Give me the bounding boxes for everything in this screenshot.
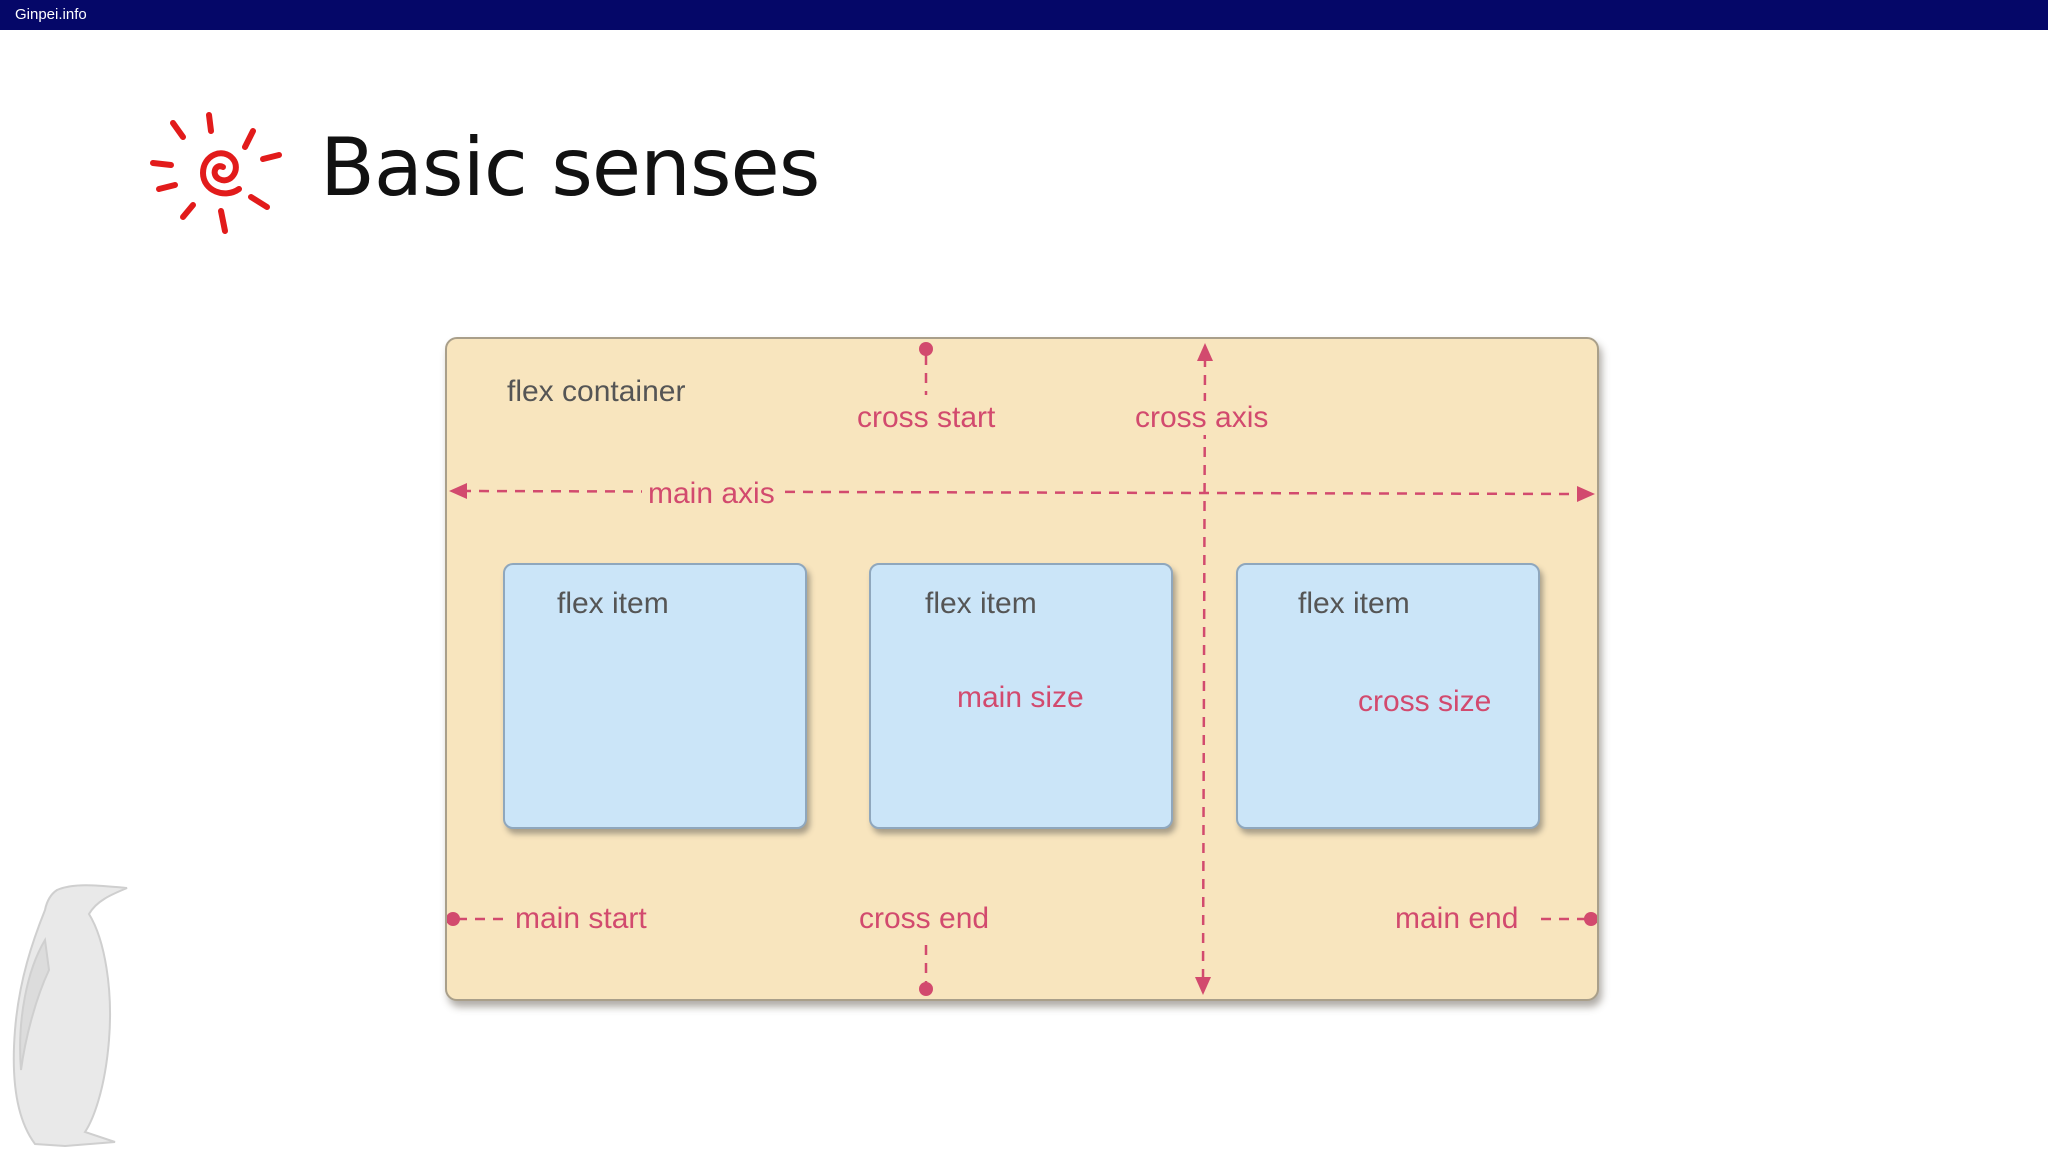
cross-axis-line xyxy=(1201,356,1207,982)
cross-axis-arrow-top xyxy=(1197,343,1213,361)
cross-end-dot xyxy=(919,982,933,996)
spiral-sun-icon xyxy=(150,112,282,234)
flex-item-label: flex item xyxy=(557,587,669,620)
flex-item-3: flex item cross size xyxy=(1236,563,1540,829)
flex-item-label: flex item xyxy=(925,587,1037,620)
flex-item-2: flex item main size xyxy=(869,563,1173,829)
cross-start-dot xyxy=(919,342,933,356)
main-axis-label: main axis xyxy=(642,477,781,511)
main-end-label: main end xyxy=(1389,902,1525,936)
site-label: Ginpei.info xyxy=(15,6,87,23)
top-bar: Ginpei.info xyxy=(0,0,2048,30)
main-start-dot xyxy=(447,912,460,926)
main-axis-arrow-right xyxy=(1577,486,1595,502)
main-axis-arrow-left xyxy=(449,483,467,499)
cross-size-label: cross size xyxy=(1352,685,1498,719)
flex-item-1: flex item xyxy=(503,563,807,829)
cross-axis-arrow-bottom xyxy=(1195,977,1211,995)
flex-container-label: flex container xyxy=(507,375,686,408)
main-size-label: main size xyxy=(951,681,1090,715)
slide-title: Basic senses xyxy=(320,121,820,214)
main-axis-line xyxy=(460,489,1578,496)
flex-container: flex container cross start c xyxy=(445,337,1599,1001)
main-end-dot xyxy=(1584,912,1597,926)
main-start-label: main start xyxy=(509,902,653,936)
cross-start-label: cross start xyxy=(851,401,1002,435)
cross-end-label: cross end xyxy=(853,902,996,936)
penguin-icon xyxy=(12,884,128,1148)
cross-axis-label: cross axis xyxy=(1129,401,1275,435)
flex-item-label: flex item xyxy=(1298,587,1410,620)
